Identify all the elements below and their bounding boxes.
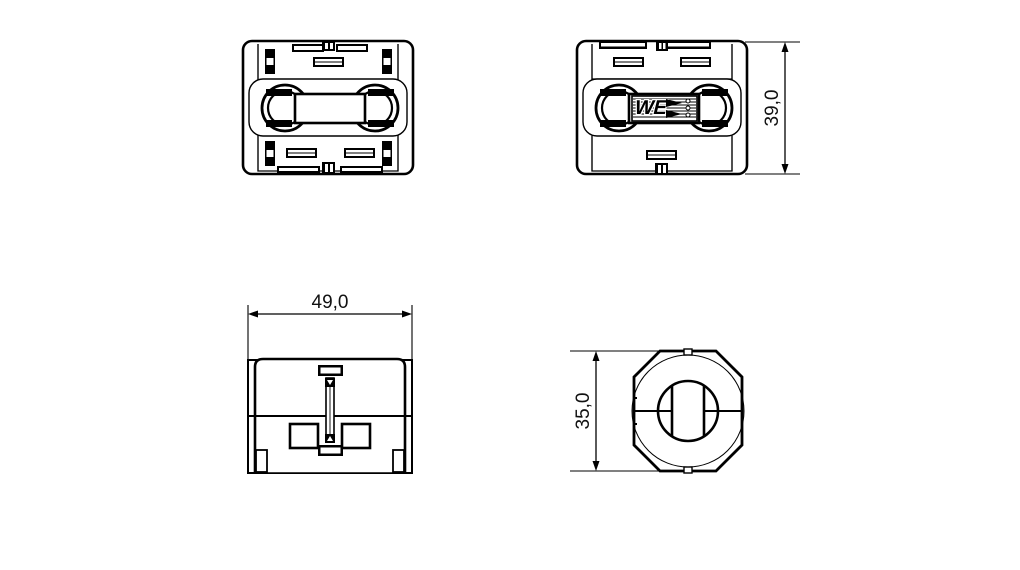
latch-head-bottom-notch [327, 436, 333, 441]
bottom-center-vent-2 [646, 150, 677, 160]
dimension-depth-35: 35,0 [570, 350, 700, 472]
latch-slot-right-lower [368, 120, 394, 127]
bottom-edge-slot-right-window [342, 168, 381, 171]
upper-vent-left-2-slit-b [615, 62, 642, 65]
latch-slot-left-upper-2 [600, 89, 626, 96]
view-bottom-right [631, 348, 745, 474]
bottom-center-vent-2-slit-b [648, 155, 675, 158]
upper-center-vent [313, 57, 344, 67]
upper-center-vent-slit-a [315, 59, 342, 62]
bottom-center-tab-2 [655, 163, 668, 175]
front-bottom-slot-window [320, 447, 341, 454]
dimension-label-35: 35,0 [573, 393, 594, 430]
bottom-center-tab-2-slit-a [658, 165, 661, 173]
arrowhead-bottom-39 [781, 164, 789, 174]
arrowhead-top-39 [781, 42, 789, 52]
upper-vent-left-2-slit-a [615, 59, 642, 62]
bottom-center-tab-2-slit-b [663, 165, 666, 173]
top-edge-slot-right-window [338, 46, 366, 50]
latch-slot-left-lower [266, 120, 292, 127]
top-center-tab-2-slit-a [659, 43, 662, 49]
rib-pocket-top-right-window [383, 58, 391, 65]
lower-vent-left [286, 148, 317, 158]
bottom-center-tab-slit-a [325, 164, 328, 172]
arrowhead-left-49 [248, 310, 258, 318]
top-center-tab [322, 41, 335, 51]
we-logo-texture [633, 98, 696, 118]
we-logo: WE [631, 95, 698, 122]
top-center-tab-2-slit-b [663, 43, 666, 49]
clamp-core-group [260, 83, 400, 133]
front-top-slot-window [320, 367, 341, 374]
latch-slot-right-upper-2 [702, 89, 728, 96]
we-logo-text: WE [632, 97, 670, 119]
dimension-width-49: 49,0 [247, 292, 413, 360]
top-center-tab-slit-a [325, 43, 328, 49]
rib-pocket-bottom-left-window [266, 150, 274, 157]
lower-vent-right-slit-a [346, 150, 373, 153]
front-foot-left [255, 449, 268, 473]
view-bottom-left [247, 357, 413, 474]
dimension-height-39: 39,0 [745, 41, 800, 175]
arrowhead-top-35 [592, 351, 600, 361]
latch-slot-left-lower-2 [600, 120, 626, 127]
latch-slot-right-upper [368, 89, 394, 96]
side-tab-top [683, 348, 693, 356]
top-edge-slot-right-window-2 [665, 43, 709, 47]
rib-pocket-top-left-window [266, 58, 274, 65]
front-foot-right [392, 449, 405, 473]
latch-head-top-notch [327, 380, 333, 385]
upper-center-vent-slit-b [315, 62, 342, 65]
clamp-core-group-2: WE [594, 83, 734, 133]
bottom-center-vent-2-slit-a [648, 152, 675, 155]
lower-vent-right-slit-b [346, 153, 373, 156]
latch-slot-right-lower-2 [702, 120, 728, 127]
lower-vent-left-slit-a [288, 150, 315, 153]
front-pocket-left [288, 422, 320, 450]
bottom-center-tab [322, 162, 335, 174]
lower-vent-left-slit-b [288, 153, 315, 156]
top-edge-slot-left-window [294, 46, 322, 50]
arrowhead-right-49 [402, 310, 412, 318]
upper-vent-right-2 [680, 57, 711, 67]
top-edge-slot-left-window-2 [601, 43, 645, 47]
upper-vent-right-2-slit-b [682, 62, 709, 65]
bottom-edge-slot-left-window [279, 168, 318, 171]
arrowhead-bottom-35 [592, 461, 600, 471]
we-logo-arrows [666, 98, 691, 118]
upper-vent-right-2-slit-a [682, 59, 709, 62]
we-logo-plate-border [631, 95, 698, 122]
dimension-label-39: 39,0 [762, 90, 783, 127]
side-tab-bottom [683, 466, 693, 474]
bottom-center-tab-slit-b [330, 164, 333, 172]
lower-vent-right [344, 148, 375, 158]
view-top-left [241, 39, 415, 176]
we-logo-mark: WE [631, 96, 671, 120]
view-top-right: WE [575, 39, 749, 176]
center-bar [293, 92, 367, 125]
top-center-tab-slit-b [330, 43, 333, 49]
top-center-tab-2 [656, 41, 668, 51]
dimension-label-49: 49,0 [312, 292, 349, 313]
latch-slot-left-upper [266, 89, 292, 96]
front-pocket-right [340, 422, 372, 450]
rib-pocket-bottom-right-window [383, 150, 391, 157]
upper-vent-left-2 [613, 57, 644, 67]
